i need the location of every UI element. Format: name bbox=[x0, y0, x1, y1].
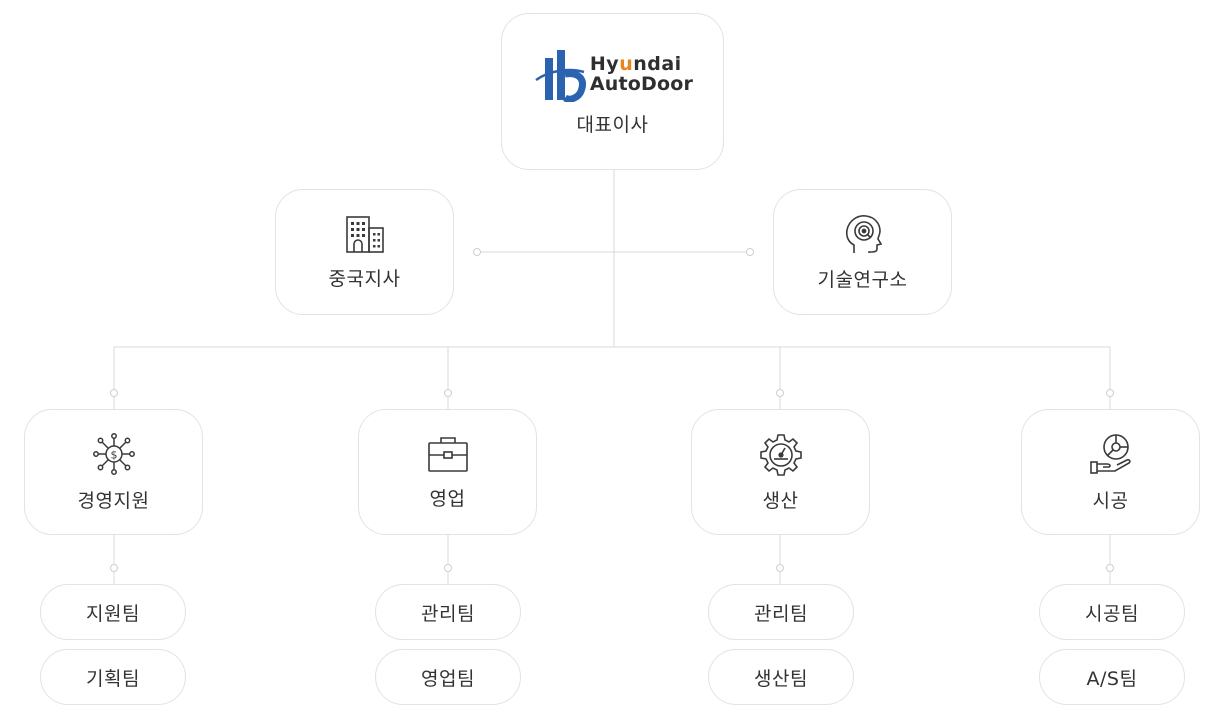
svg-text:$: $ bbox=[110, 448, 117, 461]
connector-dot bbox=[776, 389, 784, 397]
team-pill: 관리팀 bbox=[708, 584, 854, 640]
gear-gauge-icon bbox=[759, 432, 803, 476]
building-icon bbox=[344, 214, 386, 254]
side-unit-rnd-center: 기술연구소 bbox=[773, 189, 952, 315]
logo-text-highlight: u bbox=[619, 53, 634, 75]
team-pill: 기획팀 bbox=[40, 649, 186, 705]
team-pill: A/S팀 bbox=[1039, 649, 1185, 705]
logo-text-line2: AutoDoor bbox=[589, 73, 694, 95]
department-box-management-support: $ 경영지원 bbox=[24, 409, 203, 535]
connector-dot bbox=[473, 248, 481, 256]
side-unit-label: 기술연구소 bbox=[817, 268, 908, 291]
department-box-production: 생산 bbox=[691, 409, 870, 535]
department-label: 영업 bbox=[429, 487, 466, 510]
side-unit-china-branch: 중국지사 bbox=[275, 189, 454, 315]
ceo-box: Hyundai AutoDoor 대표이사 bbox=[501, 13, 724, 170]
department-label: 경영지원 bbox=[77, 489, 150, 512]
connector-dot bbox=[110, 389, 118, 397]
company-logo: Hyundai AutoDoor bbox=[532, 46, 693, 102]
connector-dot bbox=[776, 564, 784, 572]
team-pill: 관리팀 bbox=[375, 584, 521, 640]
department-label: 시공 bbox=[1092, 489, 1129, 512]
side-unit-label: 중국지사 bbox=[328, 267, 401, 290]
connector-dot bbox=[444, 564, 452, 572]
head-idea-icon bbox=[842, 213, 884, 255]
connector-dot bbox=[1106, 389, 1114, 397]
team-pill: 영업팀 bbox=[375, 649, 521, 705]
logo-mark-icon bbox=[535, 50, 586, 102]
department-box-sales: 영업 bbox=[358, 409, 537, 535]
team-pill: 생산팀 bbox=[708, 649, 854, 705]
connector-dot bbox=[746, 248, 754, 256]
logo-text-part: Hy bbox=[589, 53, 620, 75]
briefcase-icon bbox=[426, 434, 470, 474]
connector-dot bbox=[1106, 564, 1114, 572]
logo-text-part: ndai bbox=[633, 53, 682, 75]
money-network-icon: $ bbox=[92, 432, 136, 476]
connector-dot bbox=[110, 564, 118, 572]
department-box-construction: 시공 bbox=[1021, 409, 1200, 535]
ceo-label: 대표이사 bbox=[576, 114, 649, 136]
department-label: 생산 bbox=[762, 489, 799, 512]
hand-chart-icon bbox=[1089, 432, 1133, 476]
team-pill: 시공팀 bbox=[1039, 584, 1185, 640]
connector-dot bbox=[444, 389, 452, 397]
team-pill: 지원팀 bbox=[40, 584, 186, 640]
